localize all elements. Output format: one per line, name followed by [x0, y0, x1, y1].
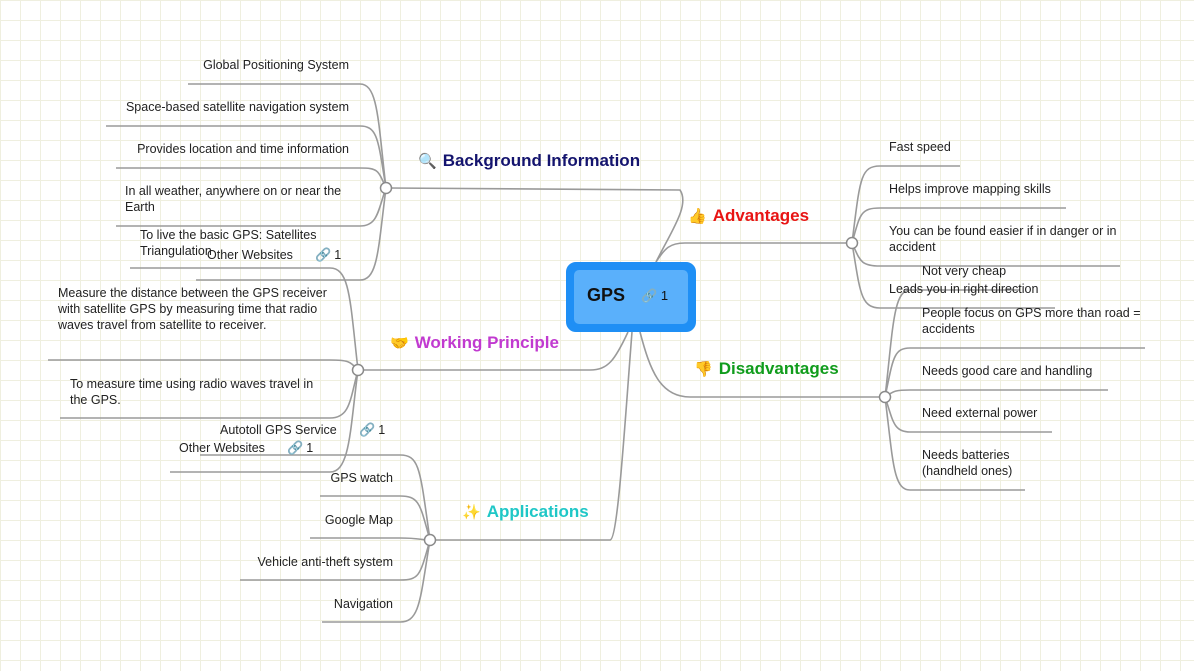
leaf-advantages-4[interactable]: Leads you in right direction — [889, 282, 1039, 296]
leaf-applications-4[interactable]: Vehicle anti-theft system — [257, 555, 393, 569]
connector-root-disadvantages — [639, 331, 885, 398]
branch-label: Background Information — [442, 151, 641, 170]
leaf-advantages-2[interactable]: Helps improve mapping skills — [889, 182, 1051, 196]
collapse-node-applications — [423, 533, 437, 547]
leaf-background-1[interactable]: Global Positioning System — [203, 58, 349, 72]
branch-advantages[interactable]: 👍 Advantages — [688, 206, 809, 226]
connector-root-advantages — [655, 242, 852, 263]
leaf-disadvantages-3[interactable]: Needs good care and handling — [922, 364, 1093, 378]
link-badge-autotoll[interactable]: 🔗1 — [359, 422, 385, 438]
connector-root-background — [387, 187, 684, 263]
leaf-background-4[interactable]: In all weather, anywhere on or near the … — [125, 184, 342, 214]
link-count: 1 — [334, 248, 342, 262]
link-icon: 🔗 — [359, 422, 376, 437]
sparkles-icon: ✨ — [462, 504, 481, 521]
collapse-node-working — [351, 363, 365, 377]
link-badge-working[interactable]: 🔗1 — [287, 440, 313, 456]
root-link-badge[interactable]: 🔗 1 — [641, 288, 668, 304]
branch-label: Applications — [486, 502, 589, 521]
collapse-node-background — [379, 181, 393, 195]
leaf-advantages-3[interactable]: You can be found easier if in danger or … — [889, 224, 1117, 254]
root-node-inner — [574, 270, 688, 324]
leaf-background-other-websites[interactable]: Other Websites — [207, 248, 293, 262]
leaf-applications-2[interactable]: GPS watch — [330, 471, 393, 485]
link-count: 1 — [378, 423, 386, 437]
thumbs-up-icon: 👍 — [688, 208, 707, 225]
branch-applications[interactable]: ✨ Applications — [462, 502, 589, 522]
handshake-icon: 🤝 — [390, 335, 409, 352]
leaf-background-3[interactable]: Provides location and time information — [137, 142, 349, 156]
leaf-working-1[interactable]: To live the basic GPS: Satellites Triang… — [140, 228, 317, 258]
leaf-working-2[interactable]: Measure the distance between the GPS rec… — [58, 286, 327, 332]
collapse-node-advantages — [845, 236, 859, 250]
leaf-applications-5[interactable]: Navigation — [333, 597, 393, 611]
leaf-disadvantages-1[interactable]: Not very cheap — [922, 264, 1007, 278]
branch-label: Advantages — [712, 206, 810, 225]
connector-root-applications — [430, 331, 633, 541]
leaf-applications-3[interactable]: Google Map — [324, 513, 393, 527]
root-link-count: 1 — [660, 288, 669, 303]
leaf-working-3[interactable]: To measure time using radio waves travel… — [70, 377, 314, 407]
link-icon: 🔗 — [315, 247, 332, 262]
magnifier-icon: 🔍 — [418, 153, 437, 170]
leaf-background-2[interactable]: Space-based satellite navigation system — [125, 100, 349, 114]
link-icon: 🔗 — [641, 288, 658, 303]
link-icon: 🔗 — [287, 440, 304, 455]
branch-working-principle[interactable]: 🤝 Working Principle — [390, 333, 559, 353]
leaf-applications-1[interactable]: Autotoll GPS Service — [220, 423, 337, 437]
connector-root-working — [358, 331, 629, 371]
link-count: 1 — [306, 441, 314, 455]
root-title: GPS — [587, 285, 626, 305]
thumbs-down-icon: 👎 — [694, 361, 713, 378]
branch-label: Working Principle — [414, 333, 559, 352]
branch-disadvantages[interactable]: 👎 Disadvantages — [694, 359, 839, 379]
leaf-disadvantages-5[interactable]: Needs batteries (handheld ones) — [922, 448, 1013, 478]
branch-label: Disadvantages — [718, 359, 839, 378]
leaf-advantages-1[interactable]: Fast speed — [889, 140, 951, 154]
leaf-disadvantages-4[interactable]: Need external power — [922, 406, 1038, 420]
leaf-disadvantages-2[interactable]: People focus on GPS more than road = acc… — [922, 306, 1141, 336]
collapse-node-disadvantages — [878, 390, 892, 404]
link-badge-background[interactable]: 🔗1 — [315, 247, 341, 263]
root-node[interactable]: GPS 🔗 1 — [566, 262, 696, 332]
branch-background-information[interactable]: 🔍 Background Information — [418, 151, 640, 171]
leaf-working-other-websites[interactable]: Other Websites — [179, 441, 265, 455]
